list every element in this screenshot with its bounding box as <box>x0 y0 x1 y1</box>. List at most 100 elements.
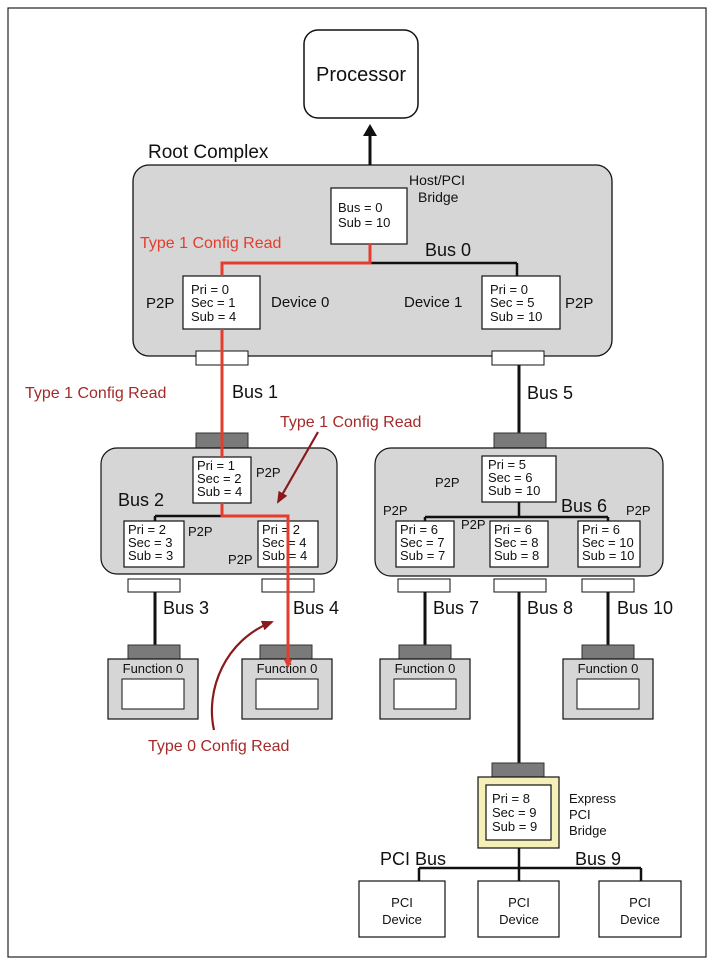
type0-label: Type 0 Config Read <box>148 738 289 755</box>
rs-up-pri: Pri = 5 <box>488 457 526 472</box>
ls-b-p2p: P2P <box>228 552 253 567</box>
function-label-bus7: Function 0 <box>395 661 456 676</box>
config-read-path-switch <box>220 503 292 668</box>
ls-up-p2p: P2P <box>256 465 281 480</box>
bus2-label: Bus 2 <box>118 490 164 510</box>
device0-sub: Sub = 4 <box>191 309 236 324</box>
rs-a-sub: Sub = 7 <box>400 548 445 563</box>
pci-bridge-sec: Sec = 9 <box>492 805 536 820</box>
bus1-label: Bus 1 <box>232 382 278 402</box>
pci-device-3: PCI Device <box>598 880 682 938</box>
function-endpoint-bus7: Function 0 <box>379 644 471 720</box>
pci-bridge-title-2: PCI <box>569 807 591 822</box>
device1-pri: Pri = 0 <box>490 282 528 297</box>
pci-device-1-line1: PCI <box>391 895 413 910</box>
bus7-label: Bus 7 <box>433 598 479 618</box>
pci-bridge-sub: Sub = 9 <box>492 819 537 834</box>
pci-device-1: PCI Device <box>358 880 446 938</box>
bus8-label: Bus 8 <box>527 598 573 618</box>
pci-bus-label: PCI Bus <box>380 849 446 869</box>
device0-p2p: P2P <box>146 295 174 312</box>
device1-p2p: P2P <box>565 295 593 312</box>
rs-a-pri: Pri = 6 <box>400 522 438 537</box>
bus6-label: Bus 6 <box>561 496 607 516</box>
right-switch-port-a <box>397 578 451 593</box>
rs-c-p2p: P2P <box>626 503 651 518</box>
function-endpoint-bus10: Function 0 <box>562 644 654 720</box>
ls-a-p2p: P2P <box>188 524 213 539</box>
pci-device-3-line1: PCI <box>629 895 651 910</box>
pci-bridge-port <box>491 762 545 778</box>
function-endpoint-bus3: Function 0 <box>107 644 199 720</box>
pci-device-2-line2: Device <box>499 912 539 927</box>
ls-a-pri: Pri = 2 <box>128 522 166 537</box>
ls-a-sec: Sec = 3 <box>128 535 172 550</box>
left-switch-upstream-bridge <box>192 456 252 504</box>
right-switch-down-b <box>489 520 549 568</box>
host-bridge-bus: Bus = 0 <box>338 200 382 215</box>
rc-port-right <box>491 350 545 366</box>
function-label-bus3: Function 0 <box>123 661 184 676</box>
right-switch-port-b <box>493 578 547 593</box>
rs-up-sub: Sub = 10 <box>488 483 540 498</box>
bus4-label: Bus 4 <box>293 598 339 618</box>
right-switch-upstream-bridge <box>481 455 557 503</box>
host-bridge-title-2: Bridge <box>418 189 459 205</box>
rs-c-sub: Sub = 10 <box>582 548 634 563</box>
pci-device-2: PCI Device <box>477 880 560 938</box>
pci-device-1-line2: Device <box>382 912 422 927</box>
bus9-label: Bus 9 <box>575 849 621 869</box>
type0-arrow <box>210 620 274 731</box>
function-label-bus10: Function 0 <box>578 661 639 676</box>
pci-device-2-line1: PCI <box>508 895 530 910</box>
rs-b-sec: Sec = 8 <box>494 535 538 550</box>
function-label-bus4: Function 0 <box>257 661 318 676</box>
rs-a-sec: Sec = 7 <box>400 535 444 550</box>
pci-device-3-line2: Device <box>620 912 660 927</box>
device0-sec: Sec = 1 <box>191 295 235 310</box>
processor-link-arrow-up <box>363 124 377 136</box>
pci-bridge-title-3: Bridge <box>569 823 607 838</box>
right-switch-down-a <box>395 520 455 568</box>
ls-b-sub: Sub = 4 <box>262 548 307 563</box>
rs-a-p2p: P2P <box>383 503 408 518</box>
ls-up-sub: Sub = 4 <box>197 484 242 499</box>
processor-box <box>303 29 419 119</box>
rs-b-sub: Sub = 8 <box>494 548 539 563</box>
device1-sec: Sec = 5 <box>490 295 534 310</box>
device1-sub: Sub = 10 <box>490 309 542 324</box>
ls-a-sub: Sub = 3 <box>128 548 173 563</box>
pci-bridge-inner <box>485 784 552 841</box>
rs-b-p2p: P2P <box>461 517 486 532</box>
function-endpoint-bus4: Function 0 <box>241 644 333 720</box>
pci-bridge-pri: Pri = 8 <box>492 791 530 806</box>
device0-label: Device 0 <box>271 294 329 311</box>
bus5-label: Bus 5 <box>527 383 573 403</box>
host-bridge-sub: Sub = 10 <box>338 215 390 230</box>
bus0-label: Bus 0 <box>425 240 471 260</box>
type1-label-b: Type 1 Config Read <box>25 385 166 402</box>
left-switch-port-a <box>127 578 181 593</box>
rs-c-pri: Pri = 6 <box>582 522 620 537</box>
bus3-label: Bus 3 <box>163 598 209 618</box>
rs-c-sec: Sec = 10 <box>582 535 634 550</box>
ls-b-pri: Pri = 2 <box>262 522 300 537</box>
root-complex-label: Root Complex <box>148 142 269 163</box>
device0-box <box>182 275 261 330</box>
right-switch-port-c <box>581 578 635 593</box>
device0-pri: Pri = 0 <box>191 282 229 297</box>
outer-frame <box>7 7 707 958</box>
config-read-path-rc <box>220 244 372 276</box>
bus10-label: Bus 10 <box>617 598 673 618</box>
device1-box <box>481 275 561 330</box>
type1-label-c: Type 1 Config Read <box>280 414 421 431</box>
host-bridge-title-1: Host/PCI <box>409 172 465 188</box>
left-switch-down-a <box>123 520 185 568</box>
rs-b-pri: Pri = 6 <box>494 522 532 537</box>
right-switch-upstream-port <box>493 432 547 449</box>
ls-up-pri: Pri = 1 <box>197 458 235 473</box>
pci-bridge-title-1: Express <box>569 791 616 806</box>
ls-b-sec: Sec = 4 <box>262 535 306 550</box>
type1-label-a: Type 1 Config Read <box>140 235 281 252</box>
